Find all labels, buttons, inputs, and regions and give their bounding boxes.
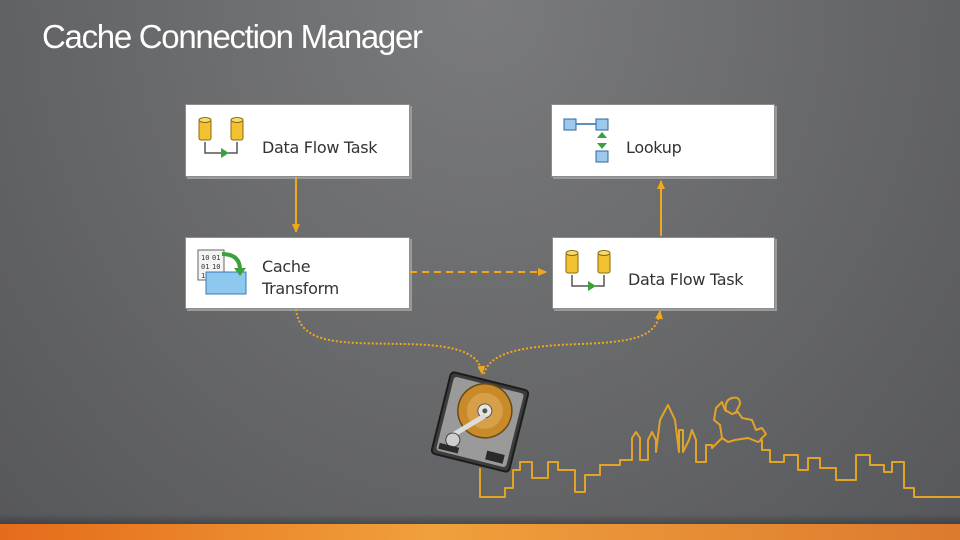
bottom-shadow [0,514,960,524]
accent-bar [0,524,960,540]
